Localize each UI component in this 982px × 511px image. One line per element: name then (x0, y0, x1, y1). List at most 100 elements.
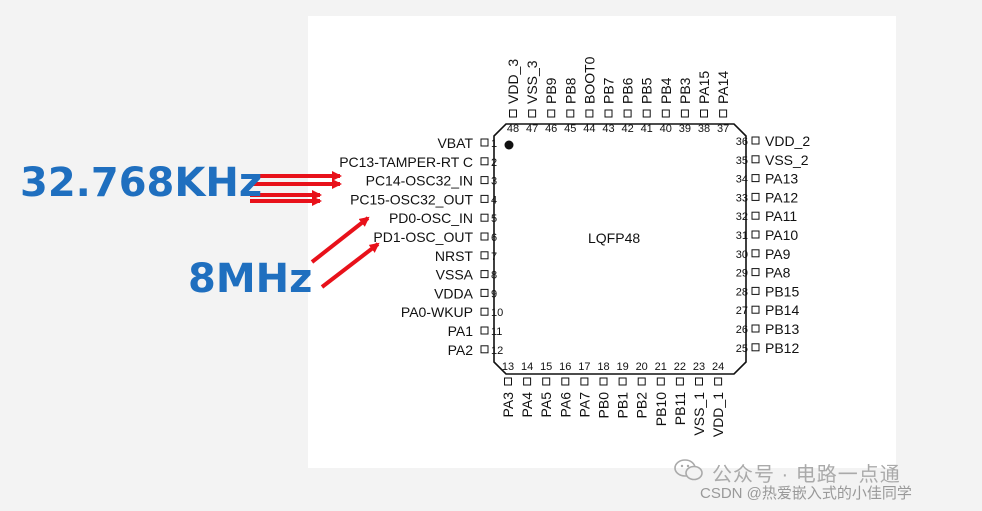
pin-pad (642, 109, 651, 118)
pin-number: 3 (491, 176, 497, 188)
pin-label: PB7 (601, 77, 617, 104)
arrows (250, 171, 380, 289)
top-pins: 48VDD_347VSS_346PB945PB844BOOT043PB742PB… (505, 56, 731, 135)
pin-number: 21 (655, 361, 667, 373)
pin-number: 2 (491, 157, 497, 169)
pin-number: 45 (564, 123, 576, 135)
pin-label: PC13-TAMPER-RT C (339, 154, 473, 170)
pin-pad (480, 213, 489, 222)
pin-label: PB14 (765, 302, 799, 318)
pin-label: PA10 (765, 227, 798, 243)
chip-body (493, 123, 747, 375)
pin-label: PA9 (765, 246, 791, 262)
watermark-wechat: 公众号 · 电路一点通 (712, 464, 901, 486)
pin-number: 9 (491, 288, 497, 300)
pin-label: PA14 (715, 71, 731, 104)
pin-label: PA6 (557, 392, 573, 418)
pin-pad (480, 194, 489, 203)
pin-number: 42 (621, 123, 633, 135)
pin-label: PD1-OSC_OUT (373, 229, 473, 245)
pin-pad (566, 109, 575, 118)
pin-label: NRST (435, 248, 474, 264)
pin-pad (623, 109, 632, 118)
pin-pad (547, 109, 556, 118)
pin-pad (480, 288, 489, 297)
pin-label: PA5 (538, 392, 554, 418)
pin-number: 39 (679, 123, 691, 135)
pin-label: PA1 (448, 323, 474, 339)
pin-number: 43 (602, 123, 614, 135)
pin-label: PA13 (765, 171, 798, 187)
pin-number: 10 (491, 307, 503, 319)
pin-number: 1 (491, 138, 497, 150)
pin-number: 28 (736, 286, 748, 298)
pin-label: VSS_3 (524, 60, 540, 104)
pin-label: PC14-OSC32_IN (366, 173, 473, 189)
pin-label: PC15-OSC32_OUT (350, 191, 473, 207)
pin-pad (714, 377, 723, 386)
pin-pad (480, 270, 489, 279)
pin-label: PB11 (672, 392, 688, 425)
pin-pad (751, 305, 760, 314)
pin-number: 25 (736, 343, 748, 355)
pin-number: 8 (491, 270, 497, 282)
pin-number: 40 (660, 123, 672, 135)
pin-pad (561, 377, 570, 386)
pin-label: PB2 (634, 392, 650, 419)
pin-label: PB15 (765, 283, 799, 299)
pin-pad (480, 232, 489, 241)
pin-label: PD0-OSC_IN (389, 210, 473, 226)
pin-pad (751, 268, 760, 277)
pin-number: 24 (712, 361, 724, 373)
pin-label: VDD_2 (765, 133, 810, 149)
pin-number: 6 (491, 232, 497, 244)
pin-pad (680, 109, 689, 118)
low-speed-crystal-label: 32.768KHz (20, 160, 263, 206)
pin-label: PB6 (620, 77, 636, 104)
pin-number: 27 (736, 305, 748, 317)
pin-number: 32 (736, 211, 748, 223)
pin-number: 14 (521, 361, 533, 373)
pin-pad (751, 249, 760, 258)
pin-number: 7 (491, 251, 497, 263)
bottom-pins: 13PA314PA415PA516PA617PA718PB019PB120PB2… (500, 361, 726, 437)
pin-pad (675, 377, 684, 386)
pin-number: 13 (502, 361, 514, 373)
package-name: LQFP48 (588, 230, 640, 246)
pin-pad (751, 155, 760, 164)
pin-number: 20 (636, 361, 648, 373)
pin-number: 5 (491, 213, 497, 225)
pin-pad (542, 377, 551, 386)
pin-pad (637, 377, 646, 386)
pin-pad (509, 109, 517, 118)
pin-label: PA11 (765, 208, 797, 224)
pin-label: VSSA (436, 267, 474, 283)
pin-pad (580, 377, 589, 386)
pin-number: 19 (616, 361, 628, 373)
pin-number: 12 (491, 345, 503, 357)
pin-label: PB0 (596, 392, 612, 419)
pin-pad (656, 377, 665, 386)
pin-pad (504, 377, 512, 386)
pin-label: PB13 (765, 321, 799, 337)
pin-label: PA12 (765, 189, 798, 205)
pin-label: PB12 (765, 340, 799, 356)
pin-label: VSS_1 (691, 392, 707, 436)
pin-number: 16 (559, 361, 571, 373)
pin-number: 31 (736, 230, 748, 242)
pin-pad (523, 377, 532, 386)
pin-pad (480, 176, 489, 185)
arrow-osc-in (310, 216, 370, 264)
pin-pad (751, 192, 760, 201)
wechat-icon (674, 459, 703, 481)
pin-number: 38 (698, 123, 710, 135)
pin-label: BOOT0 (581, 56, 597, 104)
pin-pad (751, 211, 760, 220)
pin-pad (604, 109, 613, 118)
pin-pad (480, 345, 489, 354)
pin-label: PA3 (500, 392, 516, 418)
pin-number: 29 (736, 268, 748, 280)
pin-label: PA7 (576, 392, 592, 418)
